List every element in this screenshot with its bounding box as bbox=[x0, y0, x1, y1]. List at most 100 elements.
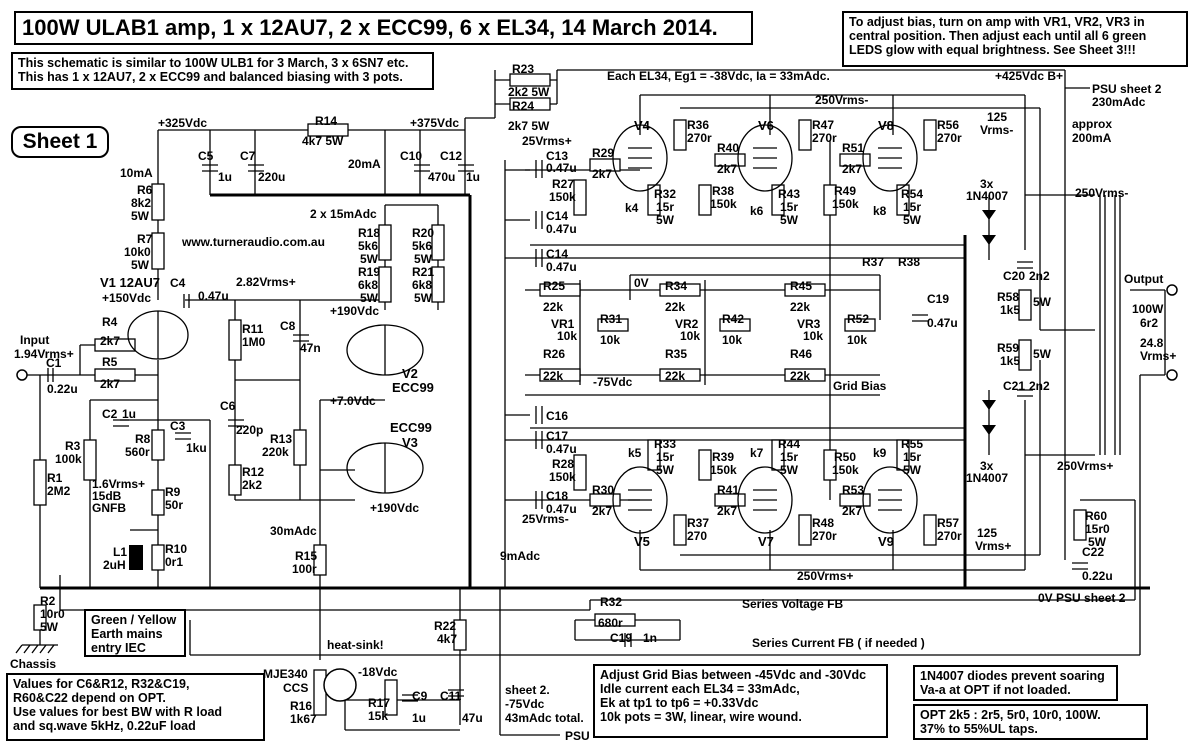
r22-value: 4k7 bbox=[437, 632, 457, 646]
r24-name: R24 bbox=[512, 99, 534, 113]
label-diodes-b: 3x bbox=[980, 459, 994, 473]
c9-name: C9 bbox=[412, 689, 428, 703]
v9-label: V9 bbox=[878, 534, 894, 549]
label-25a: 25Vrms+ bbox=[522, 134, 572, 148]
label-psu2-ma: 230mAdc bbox=[1092, 95, 1146, 109]
r44-value: 15r bbox=[780, 450, 798, 464]
r14-name: R14 bbox=[315, 114, 337, 128]
r5-value: 2k7 bbox=[100, 377, 120, 391]
c2-value: 1u bbox=[122, 407, 136, 421]
note-diodes: 1N4007 diodes prevent soaring Va-a at OP… bbox=[913, 665, 1118, 701]
r20-value: 5k6 bbox=[412, 239, 432, 253]
label-output: Output bbox=[1124, 272, 1163, 286]
label-k9: k9 bbox=[873, 446, 887, 460]
r1-value: 2M2 bbox=[47, 484, 71, 498]
l1-value: 2uH bbox=[103, 558, 126, 572]
label-425: +425Vdc B+ bbox=[995, 69, 1063, 83]
c14a-value: 0.47u bbox=[546, 222, 577, 236]
r13-name: R13 bbox=[270, 432, 292, 446]
r47-value: 270r bbox=[812, 131, 837, 145]
c10-name: C10 bbox=[400, 149, 422, 163]
r7-value: 10k0 bbox=[124, 245, 151, 259]
note-gridbias-line: Adjust Grid Bias between -45Vdc and -30V… bbox=[600, 668, 867, 682]
r30-name: R30 bbox=[592, 483, 614, 497]
r7-name: R7 bbox=[137, 232, 153, 246]
r52-name: R52 bbox=[847, 312, 869, 326]
r32a-value: 15r bbox=[656, 200, 674, 214]
label-7v: +7.0Vdc bbox=[330, 394, 376, 408]
r27-name: R27 bbox=[552, 177, 574, 191]
label-approx: approx bbox=[1072, 117, 1112, 131]
r59-watt: 5W bbox=[1033, 347, 1052, 361]
r34-name: R34 bbox=[665, 279, 687, 293]
label-grid-bias: Grid Bias bbox=[833, 379, 887, 393]
c16-name: C16 bbox=[546, 409, 568, 423]
c2-name: C2 bbox=[102, 407, 118, 421]
c14b-value: 0.47u bbox=[546, 260, 577, 274]
r45-name: R45 bbox=[790, 279, 812, 293]
ecc99-b-label: ECC99 bbox=[390, 420, 432, 435]
r23-name: R23 bbox=[512, 62, 534, 76]
r56-value: 270r bbox=[937, 131, 962, 145]
r60-value: 15r0 bbox=[1085, 522, 1110, 536]
c11-value: 47u bbox=[462, 711, 483, 725]
r20-name: R20 bbox=[412, 226, 434, 240]
c6-name: C6 bbox=[220, 399, 236, 413]
output-transformer bbox=[1099, 195, 1165, 455]
c4-name: C4 bbox=[170, 276, 186, 290]
ground-rails bbox=[40, 193, 1150, 590]
c19b-name: C19 bbox=[610, 631, 632, 645]
note-gridbias-line: 10k pots = 3W, linear, wire wound. bbox=[600, 710, 802, 724]
c12-value: 1u bbox=[466, 170, 480, 184]
r50-name: R50 bbox=[834, 450, 856, 464]
label-out-r: 6r2 bbox=[1140, 316, 1158, 330]
r11-value: 1M0 bbox=[242, 335, 266, 349]
r2-value: 10r0 bbox=[40, 607, 65, 621]
note-bias-line: To adjust bias, turn on amp with VR1, VR… bbox=[849, 15, 1145, 29]
page-title: 100W ULAB1 amp, 1 x 12AU7, 2 x ECC99, 6 … bbox=[14, 11, 753, 45]
c1-name: C1 bbox=[46, 356, 62, 370]
r26-value: 22k bbox=[543, 369, 563, 383]
c1-value: 0.22u bbox=[47, 382, 78, 396]
r8-name: R8 bbox=[135, 432, 151, 446]
label-gnfb-1: 1.6Vrms+ bbox=[92, 477, 145, 491]
vr1-value: 10k bbox=[557, 329, 577, 343]
r3-value: 100k bbox=[55, 452, 82, 466]
label-125b-v: Vrms+ bbox=[975, 539, 1011, 553]
note-grid-bias: Adjust Grid Bias between -45Vdc and -30V… bbox=[593, 664, 888, 738]
label-250c: 250Vrms+ bbox=[797, 569, 853, 583]
labels: Input 1.94Vrms+ +325Vdc +375Vdc +425Vdc … bbox=[10, 62, 1176, 743]
r33-watt: 5W bbox=[656, 463, 675, 477]
label-30ma: 30mAdc bbox=[270, 524, 317, 538]
c22-name: C22 bbox=[1082, 545, 1104, 559]
resistors-h bbox=[94, 73, 876, 627]
c7-name: C7 bbox=[240, 149, 256, 163]
r24-value: 2k7 5W bbox=[508, 119, 550, 133]
note-gridbias-line: Idle current each EL34 = 33mAdc, bbox=[600, 682, 800, 696]
c13-value: 0.47u bbox=[546, 161, 577, 175]
c5-name: C5 bbox=[198, 149, 214, 163]
label-k4: k4 bbox=[625, 201, 639, 215]
note-diodes-line: 1N4007 diodes prevent soaring bbox=[920, 669, 1105, 683]
r56-name: R56 bbox=[937, 118, 959, 132]
label-diodes-a2: 1N4007 bbox=[966, 189, 1008, 203]
note-bias-line: central position. Then adjust each until… bbox=[849, 29, 1147, 43]
r32a-name: R32 bbox=[654, 187, 676, 201]
r15-name: R15 bbox=[295, 549, 317, 563]
note-opt: OPT 2k5 : 2r5, 5r0, 10r0, 100W. 37% to 5… bbox=[913, 704, 1148, 740]
r46-value: 22k bbox=[790, 369, 810, 383]
note-intro-line: This schematic is similar to 100W ULB1 f… bbox=[18, 56, 409, 70]
r41-name: R41 bbox=[717, 483, 739, 497]
mje-name: MJE340 bbox=[263, 667, 308, 681]
r12-name: R12 bbox=[242, 465, 264, 479]
label-neg18: -18Vdc bbox=[358, 665, 398, 679]
r59-name: R59 bbox=[997, 341, 1019, 355]
r18-watt: 5W bbox=[360, 252, 379, 266]
vr3-name: VR3 bbox=[797, 317, 821, 331]
r35-value: 22k bbox=[665, 369, 685, 383]
r21-value: 6k8 bbox=[412, 278, 432, 292]
note-values-line: Use values for best BW with R load bbox=[13, 705, 223, 719]
c19a-name: C19 bbox=[927, 292, 949, 306]
r37-top: R37 bbox=[862, 255, 884, 269]
